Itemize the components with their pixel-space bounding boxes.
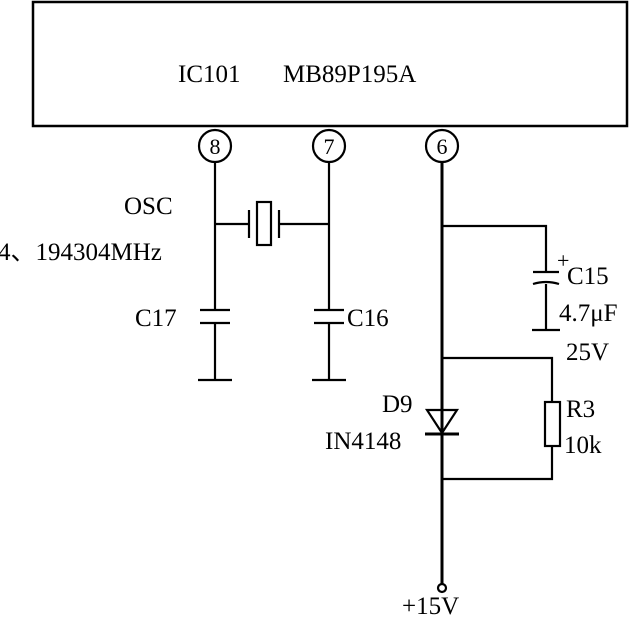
c15-wire-top	[442, 224, 548, 272]
osc-label: OSC	[124, 193, 173, 220]
r3-value: 10k	[564, 432, 602, 459]
c17-label: C17	[135, 305, 177, 332]
ic-ref-label: IC101	[178, 61, 241, 88]
ic-part-label: MB89P195A	[283, 61, 416, 88]
r3-wire-bottom	[442, 446, 554, 481]
supply-terminal	[436, 582, 448, 594]
c15-value: 4.7μF	[559, 300, 618, 327]
d9-part: IN4148	[325, 428, 401, 455]
pin-6-label: 6	[437, 134, 448, 159]
r3-label: R3	[566, 396, 595, 423]
c15-label: C15	[567, 263, 609, 290]
pin-8-label: 8	[210, 134, 221, 159]
crystal-body	[255, 200, 273, 247]
c15-plate-bottom	[532, 280, 560, 286]
osc-frequency: 4、194304MHz	[0, 239, 162, 266]
ic-body	[31, 0, 629, 128]
c15-voltage: 25V	[566, 339, 609, 366]
c16-label: C16	[347, 305, 389, 332]
r3-body	[543, 400, 562, 448]
c15-polarity: +	[557, 248, 569, 273]
d9-triangle	[424, 408, 460, 436]
r3-wire-top	[442, 356, 554, 402]
supply-label: +15V	[402, 593, 459, 617]
pin-7-label: 7	[324, 134, 335, 159]
d9-label: D9	[382, 391, 413, 418]
